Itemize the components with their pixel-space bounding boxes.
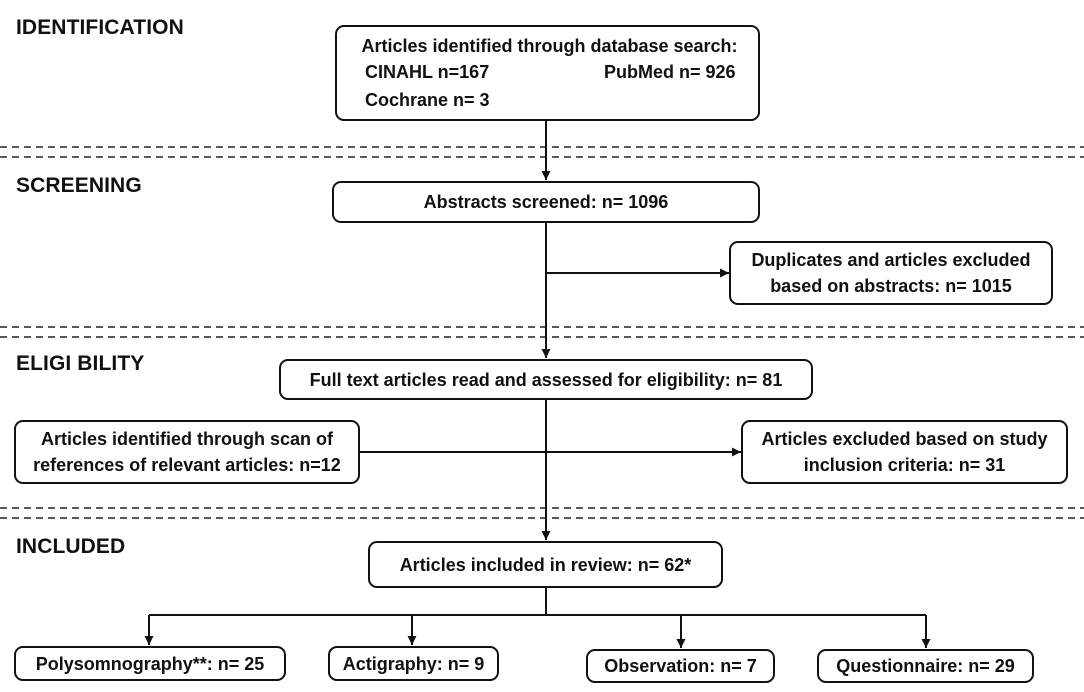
stage-label-included: INCLUDED [16, 535, 126, 558]
reference-scan-text-2: references of relevant articles: n=12 [33, 455, 341, 475]
cinahl-count: CINAHL n=167 [365, 62, 490, 82]
actigraphy-text: Actigraphy: n= 9 [342, 653, 485, 674]
inclusion-excluded-text-2: inclusion criteria: n= 31 [803, 455, 1006, 475]
pubmed-count: PubMed n= 926 [604, 62, 736, 82]
inclusion-excluded-text-1: Articles excluded based on study [761, 429, 1048, 449]
reference-scan-box: Articles identified through scan of refe… [14, 420, 360, 484]
duplicates-excluded-text-2: based on abstracts: n= 1015 [770, 276, 1012, 296]
stage-separators [0, 146, 1084, 519]
fulltext-assessed-text: Full text articles read and assessed for… [309, 369, 783, 390]
stage-label-screening: SCREENING [16, 174, 142, 197]
included-in-review-box: Articles included in review: n= 62* [368, 541, 723, 588]
duplicates-excluded-box: Duplicates and articles excluded based o… [729, 241, 1053, 305]
questionnaire-text: Questionnaire: n= 29 [836, 656, 1015, 676]
polysomnography-box: Polysomnography**: n= 25 [14, 646, 286, 681]
stage-label-identification: IDENTIFICATION [16, 16, 184, 39]
observation-box: Observation: n= 7 [586, 649, 775, 683]
polysomnography-text: Polysomnography**: n= 25 [35, 653, 265, 674]
abstracts-screened-text: Abstracts screened: n= 1096 [423, 192, 669, 212]
actigraphy-box: Actigraphy: n= 9 [328, 646, 499, 681]
questionnaire-box: Questionnaire: n= 29 [817, 649, 1034, 683]
duplicates-excluded-text-1: Duplicates and articles excluded [751, 250, 1031, 270]
included-in-review-text: Articles included in review: n= 62* [399, 554, 692, 575]
database-search-box: Articles identified through database sea… [335, 25, 760, 121]
abstracts-screened-box: Abstracts screened: n= 1096 [332, 181, 760, 223]
inclusion-criteria-excluded-box: Articles excluded based on study inclusi… [741, 420, 1068, 484]
reference-scan-text-1: Articles identified through scan of [40, 429, 334, 449]
database-search-heading: Articles identified through database sea… [361, 36, 738, 56]
fulltext-assessed-box: Full text articles read and assessed for… [279, 359, 813, 400]
stage-label-eligibility: ELIGI BILITY [16, 352, 145, 375]
observation-text: Observation: n= 7 [604, 656, 757, 676]
cochrane-count: Cochrane n= 3 [365, 90, 490, 110]
